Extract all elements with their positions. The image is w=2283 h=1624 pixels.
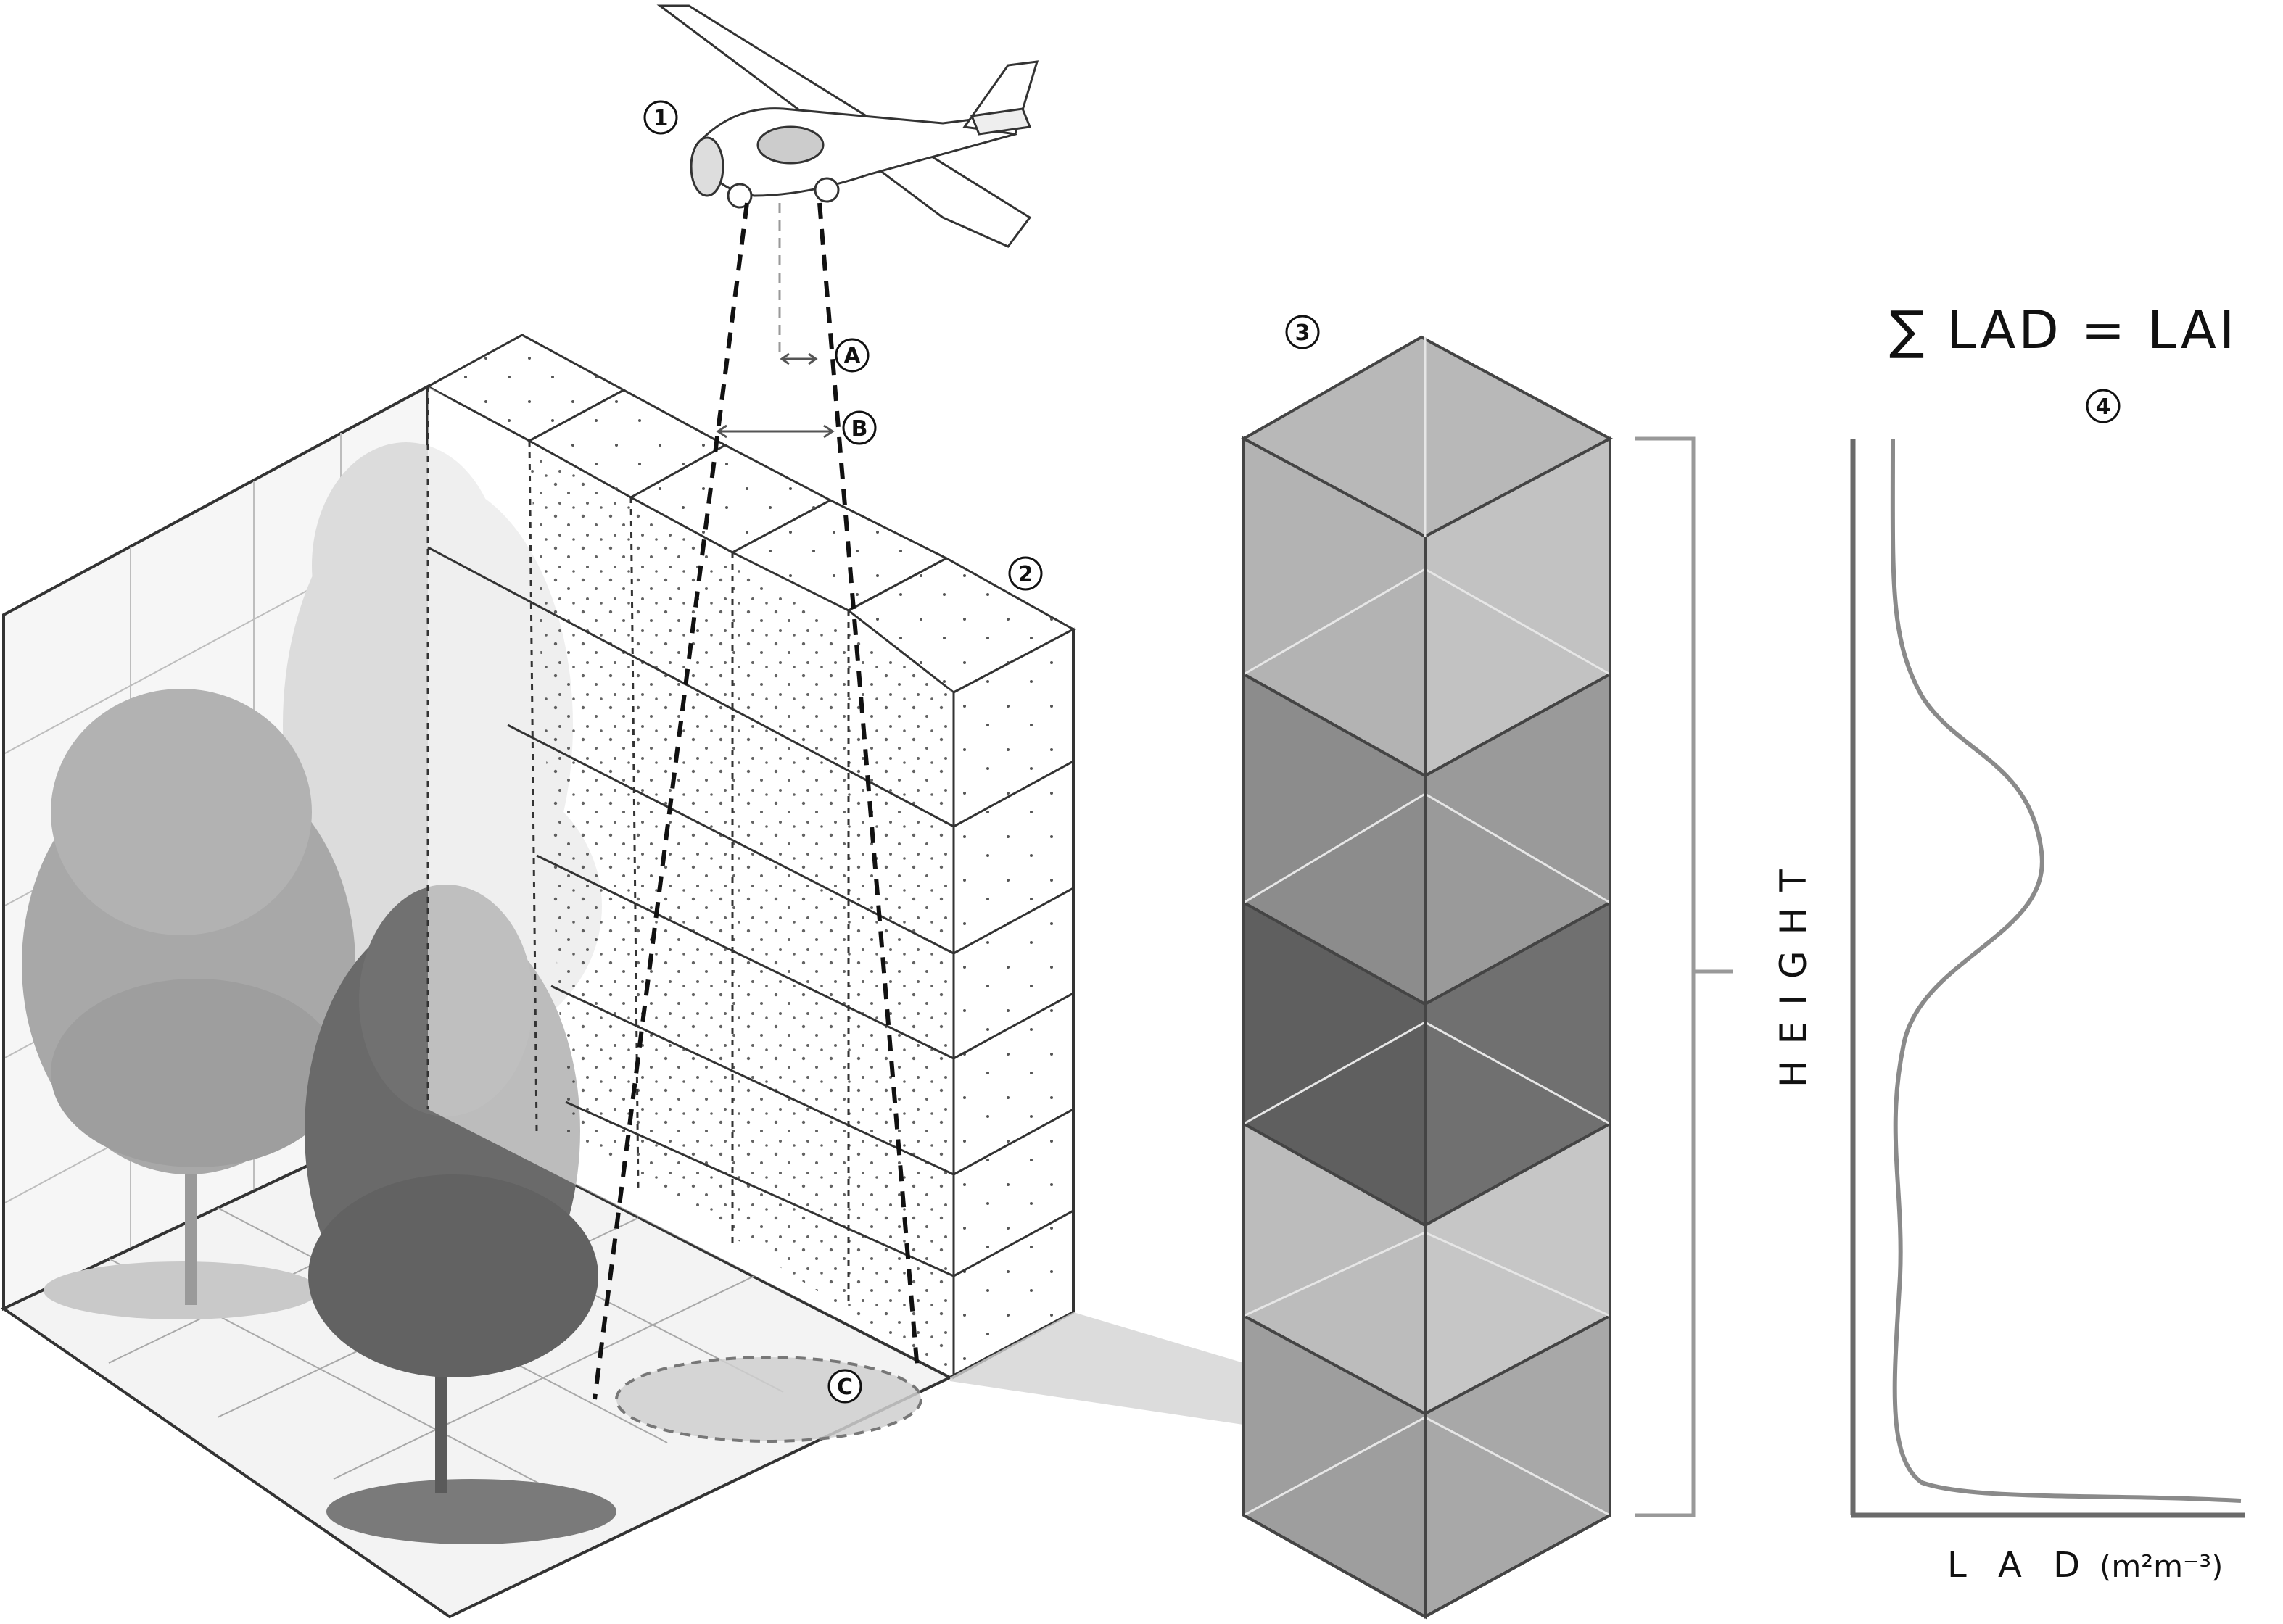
forest-voxel-scene <box>4 335 1073 1617</box>
lad-curve <box>1893 439 2241 1501</box>
marker-c: C <box>829 1370 861 1402</box>
marker-1: 1 <box>645 102 677 133</box>
voxel-column <box>1244 337 1610 1617</box>
laser-footprint <box>616 1357 921 1441</box>
profile-x-label: L A D <box>1947 1545 2090 1586</box>
svg-text:1: 1 <box>653 106 669 131</box>
marker-a: A <box>836 339 868 371</box>
svg-text:4: 4 <box>2096 394 2111 420</box>
svg-text:2: 2 <box>1018 562 1033 587</box>
profile-x-unit: (m²m⁻³) <box>2100 1549 2223 1584</box>
marker-3: 3 <box>1287 316 1318 348</box>
marker-4: 4 <box>2087 390 2119 422</box>
lad-lai-equation: ∑ LAD = LAI <box>1889 299 2237 360</box>
marker-2: 2 <box>1010 558 1041 589</box>
lad-profile-plot <box>1851 439 2245 1515</box>
svg-text:B: B <box>851 416 868 442</box>
airplane <box>660 6 1037 246</box>
height-bracket <box>1635 439 1733 1515</box>
marker-b: B <box>843 412 875 444</box>
svg-text:3: 3 <box>1295 320 1310 346</box>
svg-text:C: C <box>837 1375 853 1400</box>
svg-text:A: A <box>843 344 861 369</box>
height-axis-label: HEIGHT <box>1772 853 1815 1088</box>
